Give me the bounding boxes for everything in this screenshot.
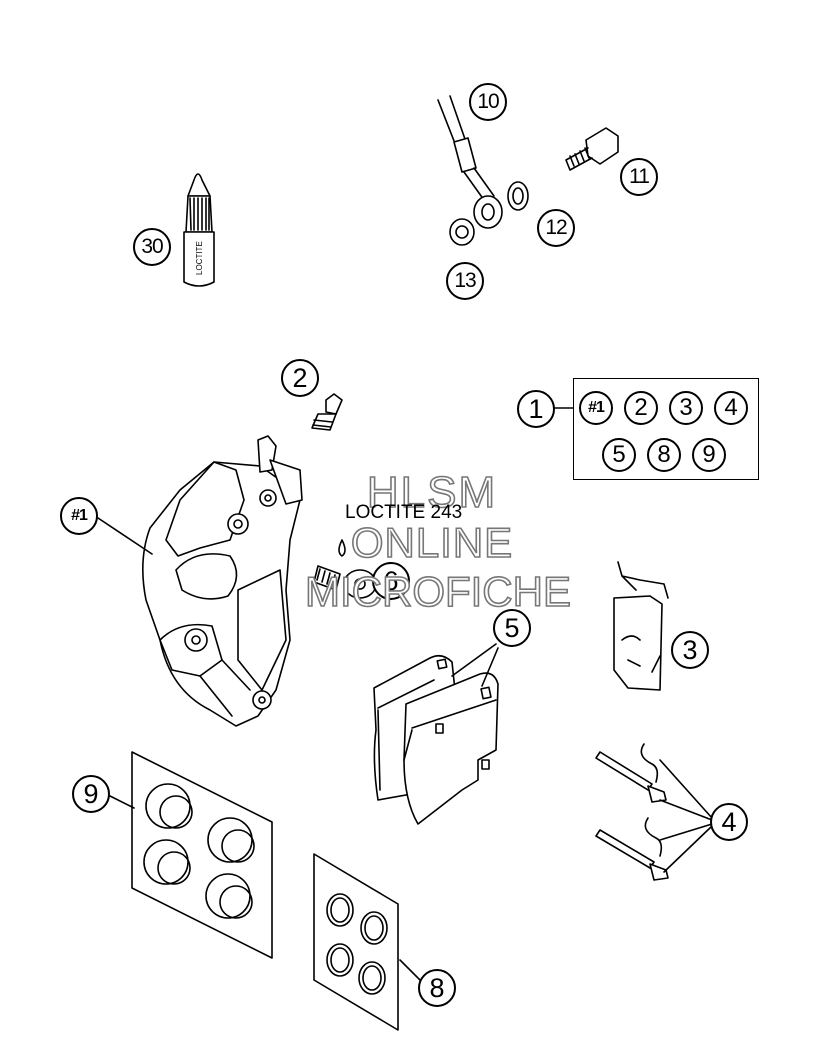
callout-8[interactable]: 8 xyxy=(418,969,456,1007)
bleeder-screw xyxy=(311,393,343,431)
brake-caliper xyxy=(142,435,303,727)
loctite-bottle: LOCTITE xyxy=(183,173,215,287)
repair-kit-box xyxy=(573,378,759,480)
callout-9[interactable]: 9 xyxy=(72,775,110,813)
leader-seals xyxy=(399,959,421,981)
banjo-bolt xyxy=(565,127,619,171)
callout-30[interactable]: 30 xyxy=(133,228,171,266)
brake-pads xyxy=(373,654,499,825)
callout-12[interactable]: 12 xyxy=(537,209,575,247)
callout-3[interactable]: 3 xyxy=(671,631,709,669)
callout-13[interactable]: 13 xyxy=(446,262,484,300)
callout-5[interactable]: 5 xyxy=(493,609,531,647)
callout-6[interactable]: 6 xyxy=(372,562,410,600)
leader-pistons xyxy=(109,795,135,809)
brake-hose xyxy=(437,95,503,229)
kit-item-9[interactable]: 9 xyxy=(692,438,726,472)
kit-item-5[interactable]: 5 xyxy=(602,438,636,472)
watermark-line-3: MICROFICHE xyxy=(304,567,572,616)
loctite-note: LOCTITE 243 xyxy=(345,502,463,523)
callout-hash1[interactable]: #1 xyxy=(60,497,98,535)
callout-1[interactable]: 1 xyxy=(517,390,555,428)
kit-item-8[interactable]: 8 xyxy=(647,438,681,472)
callout-2[interactable]: 2 xyxy=(281,359,319,397)
pins-and-clips xyxy=(595,743,669,881)
washers xyxy=(449,181,529,246)
callout-4[interactable]: 4 xyxy=(710,803,748,841)
watermark-line-1: HLSM xyxy=(366,467,498,518)
pad-spring xyxy=(613,561,669,691)
seal-set xyxy=(313,853,399,1031)
callout-11[interactable]: 11 xyxy=(620,158,658,196)
leaders-pins xyxy=(659,759,713,873)
piston-set xyxy=(131,751,273,959)
bottle-label-text: LOCTITE xyxy=(195,241,204,275)
kit-item-4[interactable]: 4 xyxy=(714,391,748,425)
caliper-bolt xyxy=(313,539,377,599)
leaders-pads xyxy=(451,643,499,687)
callout-10[interactable]: 10 xyxy=(469,83,507,121)
leader-caliper xyxy=(97,517,153,555)
watermark-line-2: ONLINE xyxy=(350,518,514,567)
kit-item-hash1[interactable]: #1 xyxy=(579,391,613,425)
kit-item-2[interactable]: 2 xyxy=(624,391,658,425)
kit-item-3[interactable]: 3 xyxy=(669,391,703,425)
